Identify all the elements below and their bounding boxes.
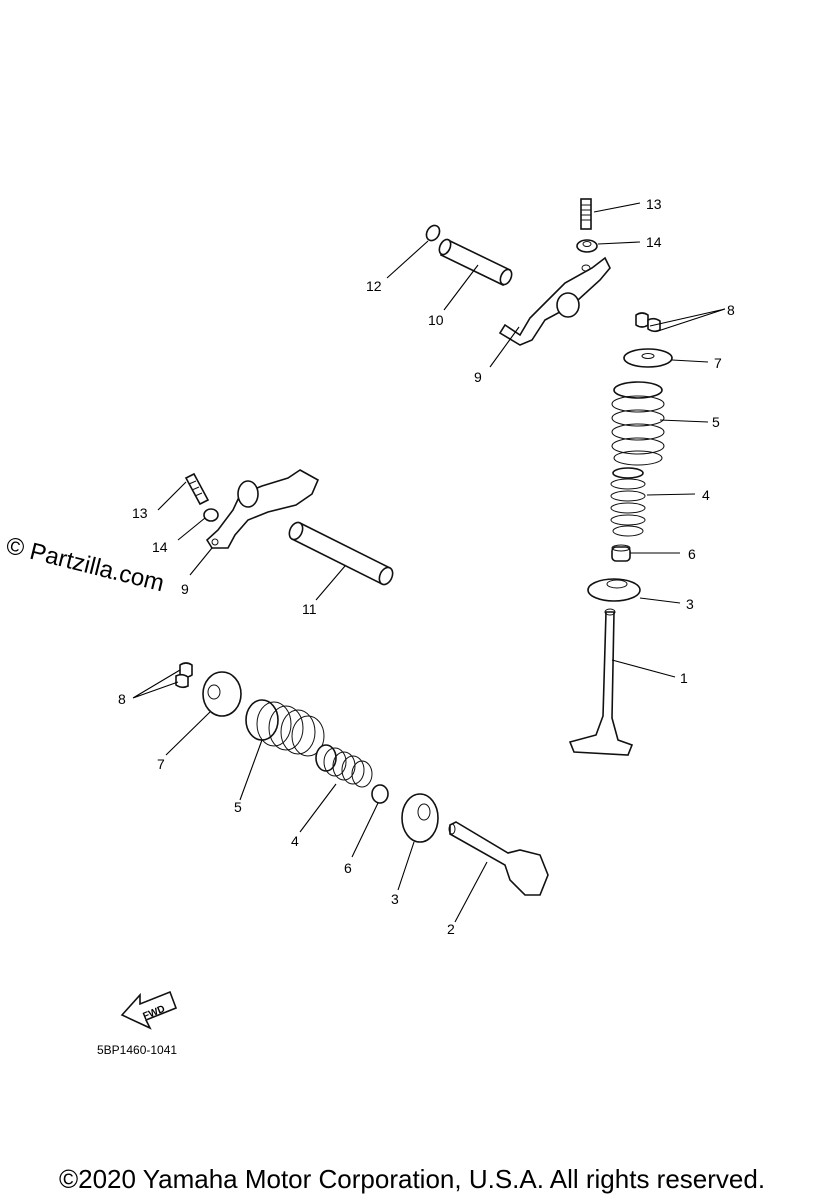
intake-valve-1 <box>568 608 634 756</box>
fwd-arrow-icon: FWD <box>120 990 178 1030</box>
callout-7-right: 7 <box>714 355 722 371</box>
stem-seal-6-left <box>371 784 389 804</box>
callout-4-right: 4 <box>702 487 710 503</box>
callout-9-right: 9 <box>474 369 482 385</box>
callout-6-right: 6 <box>688 546 696 562</box>
callout-7-left: 7 <box>157 756 165 772</box>
document-number: 5BP1460-1041 <box>97 1043 178 1057</box>
inner-spring-4-left <box>315 744 373 788</box>
valve-cotters-8-left <box>175 662 193 689</box>
nut-14-left <box>203 508 219 522</box>
callout-4-left: 4 <box>291 833 299 849</box>
callout-11: 11 <box>302 601 317 617</box>
callout-5-left: 5 <box>234 799 242 815</box>
rocker-shaft-10 <box>438 238 513 287</box>
leader-lines <box>132 202 726 923</box>
callout-8-left: 8 <box>118 691 126 707</box>
rocker-arm-9-left <box>205 469 320 549</box>
stud-bolt-13-left <box>184 472 210 506</box>
callout-13-right: 13 <box>646 196 662 212</box>
callout-13-left: 13 <box>132 505 148 521</box>
callout-10: 10 <box>428 312 444 328</box>
spring-retainer-7-right <box>623 348 673 368</box>
outer-spring-5-left <box>245 699 325 757</box>
callout-5-right: 5 <box>712 414 720 430</box>
callout-12: 12 <box>366 278 382 294</box>
callout-6-left: 6 <box>344 860 352 876</box>
stud-bolt-13-right <box>580 198 592 230</box>
callout-9-left: 9 <box>181 581 189 597</box>
spring-seat-3-left <box>401 793 439 843</box>
outer-spring-5-right <box>611 381 665 466</box>
stem-seal-6-right <box>611 544 631 562</box>
o-ring-12 <box>425 224 441 242</box>
callout-14-right: 14 <box>646 234 662 250</box>
callout-14-left: 14 <box>152 539 168 555</box>
callout-1: 1 <box>680 670 688 686</box>
callout-8-right: 8 <box>727 302 735 318</box>
valve-cotters-8-right <box>635 312 661 333</box>
callout-2: 2 <box>447 921 455 937</box>
callout-3-right: 3 <box>686 596 694 612</box>
copyright-notice: ©2020 Yamaha Motor Corporation, U.S.A. A… <box>58 1164 766 1194</box>
inner-spring-4-right <box>610 467 646 537</box>
nut-14-right <box>576 239 598 253</box>
rocker-arm-9-right <box>498 256 611 346</box>
exhaust-valve-2 <box>448 821 549 896</box>
spring-seat-3-right <box>587 578 641 602</box>
rocker-shaft-11 <box>288 521 394 586</box>
callout-3-left: 3 <box>391 891 399 907</box>
spring-retainer-7-left <box>202 671 242 717</box>
